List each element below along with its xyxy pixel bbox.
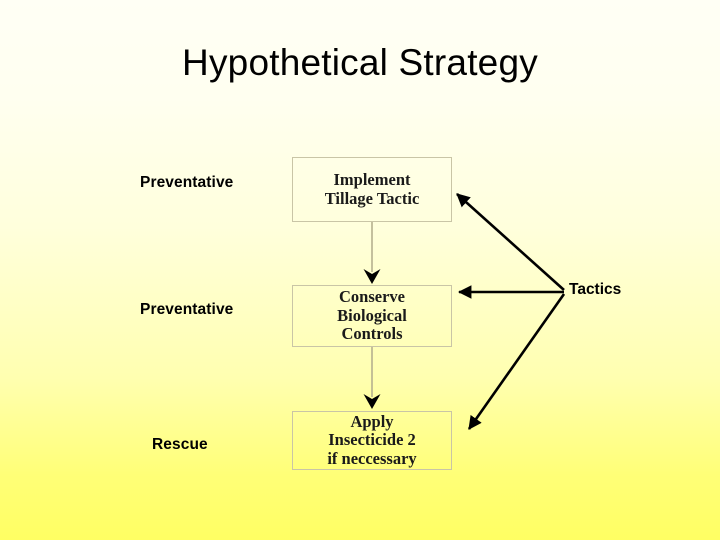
stage-label-rescue: Rescue bbox=[152, 436, 208, 453]
tactics-arrow-to-tillage bbox=[456, 193, 565, 291]
flow-box-conserve-biological-controls[interactable]: Conserve Biological Controls bbox=[292, 285, 452, 347]
stage-label-preventative-2: Preventative bbox=[140, 301, 234, 318]
connector-conserve-to-apply bbox=[363, 347, 381, 409]
flow-box-line: Insecticide 2 bbox=[328, 430, 416, 450]
flow-box-implement-tillage-tactic[interactable]: Implement Tillage Tactic bbox=[292, 157, 452, 222]
flow-box-line: Biological bbox=[337, 305, 407, 325]
flow-box-apply-insecticide[interactable]: Apply Insecticide 2 if neccessary bbox=[292, 411, 452, 470]
stage-label-preventative-1: Preventative bbox=[140, 174, 234, 191]
connector-tillage-to-conserve bbox=[363, 222, 381, 284]
flow-box-line: Controls bbox=[341, 324, 403, 344]
flow-box-text: Conserve Biological Controls bbox=[293, 287, 451, 344]
page-title: Hypothetical Strategy bbox=[182, 42, 538, 83]
flow-box-line: if neccessary bbox=[327, 448, 417, 468]
flow-box-text: Apply Insecticide 2 if neccessary bbox=[293, 411, 451, 468]
flow-box-line: Implement bbox=[333, 170, 411, 190]
flow-box-text: Implement Tillage Tactic bbox=[293, 170, 451, 208]
tactics-label: Tactics bbox=[569, 281, 622, 298]
flow-box-line: Conserve bbox=[339, 287, 405, 307]
tactics-arrow-to-apply bbox=[467, 293, 566, 430]
flow-box-line: Apply bbox=[350, 411, 394, 431]
flow-box-line: Tillage Tactic bbox=[324, 188, 420, 208]
